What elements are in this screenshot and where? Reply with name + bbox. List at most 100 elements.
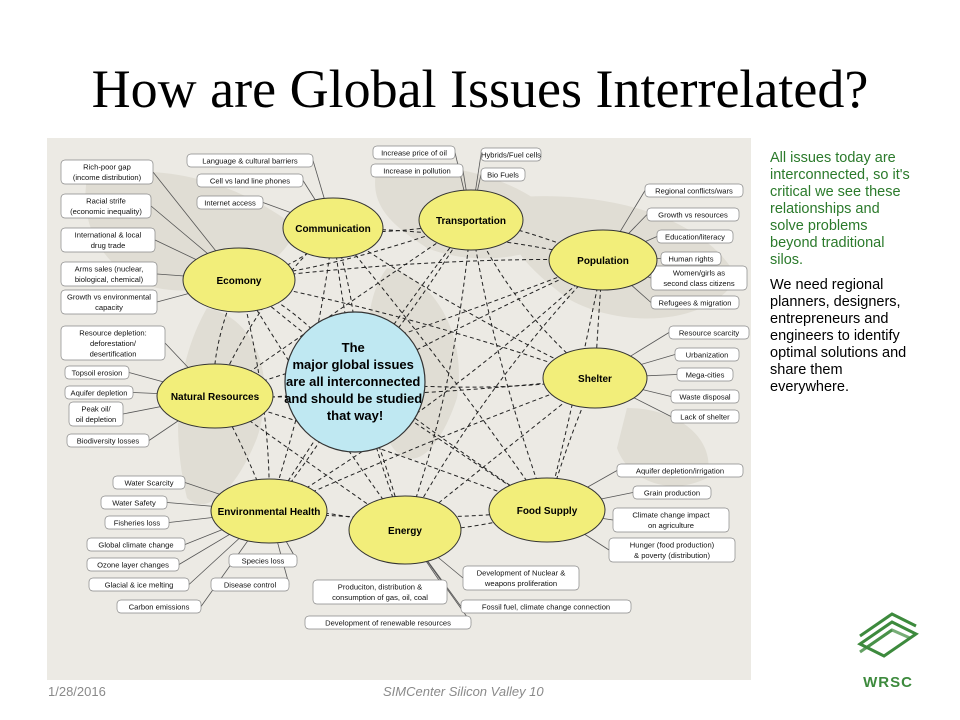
leaf-label: Waste disposal <box>679 393 731 402</box>
leaf-box: Grain production <box>632 485 712 500</box>
leaf-label: biological, chemical) <box>75 275 144 284</box>
leaf-box: Carbon emissions <box>116 599 202 614</box>
center-circle: The major global issues are all intercon… <box>284 311 426 453</box>
leaf-label: Women/girls as <box>673 269 725 278</box>
link-transportation-food <box>470 219 549 511</box>
leaf-label: Hunger (food production) <box>630 541 715 550</box>
leaf-box: Development of renewable resources <box>304 615 472 630</box>
leaf-box: Rich-poor gap(income distribution) <box>60 159 154 185</box>
leaf-label: Development of Nuclear & <box>477 569 566 578</box>
leaf-box: Refugees & migration <box>650 295 740 310</box>
leaf-label: Rich-poor gap <box>83 163 131 172</box>
leaf-box: Peak oil/oil depletion <box>68 401 124 427</box>
leaf-box: Species loss <box>228 553 298 568</box>
leaf-box: Resource scarcity <box>668 325 750 340</box>
link-transportation-population <box>470 219 604 261</box>
leaf-label: Biodiversity losses <box>77 437 140 446</box>
leaf-label: Growth vs environmental <box>67 293 151 302</box>
leaf-label: drug trade <box>91 241 126 250</box>
wrsc-logo: WRSC <box>852 604 924 694</box>
leaf-label: consumption of gas, oil, coal <box>332 593 428 602</box>
link-communication-energy <box>332 227 406 531</box>
node-label: Natural Resources <box>171 392 260 403</box>
node-label: Environmental Health <box>218 507 321 518</box>
leaf-label: Global climate change <box>98 541 173 550</box>
node-label: Shelter <box>578 374 612 385</box>
leaf-box: Mega-cities <box>676 367 734 382</box>
leaf-label: second class citizens <box>663 279 735 288</box>
leaf-label: Refugees & migration <box>658 299 731 308</box>
leaf-label: Development of renewable resources <box>325 619 451 628</box>
leaf-label: Aquifer depletion/irrigation <box>636 467 724 476</box>
leaf-box: Aquifer depletion <box>64 385 134 400</box>
leaf-box: Increase price of oil <box>372 145 456 160</box>
leaf-label: Peak oil/ <box>81 405 111 414</box>
leaf-box: Glacial & ice melting <box>88 577 190 592</box>
link-transportation-energy <box>404 219 472 531</box>
side-text-black: We need regional planners, designers, en… <box>770 277 907 395</box>
center-line-1: The <box>342 340 365 355</box>
leaf-box: Produciton, distribution &consumption of… <box>312 579 448 605</box>
leaf-label: desertification <box>90 350 137 359</box>
link-population-envhealth <box>268 259 604 512</box>
leaf-box: Arms sales (nuclear,biological, chemical… <box>60 261 158 287</box>
leaf-label: Carbon emissions <box>129 603 190 612</box>
leaf-label: Resource scarcity <box>679 329 740 338</box>
leaf-box: Fossil fuel, climate change connection <box>460 599 632 614</box>
leaf-box: Lack of shelter <box>670 409 740 424</box>
leaf-label: Arms sales (nuclear, <box>75 265 144 274</box>
leaf-label: Water Safety <box>112 499 156 508</box>
leaf-box: Language & cultural barriers <box>186 153 314 168</box>
leaf-box: Fisheries loss <box>104 515 170 530</box>
leaf-label: Glacial & ice melting <box>105 581 174 590</box>
center-line-2: major global issues <box>293 357 414 372</box>
leaf-label: Human rights <box>668 255 713 264</box>
leaf-box: Racial strife(economic inequality) <box>60 193 152 219</box>
node-label: Transportation <box>436 216 506 227</box>
leaf-label: Internet access <box>204 199 256 208</box>
leaf-label: on agriculture <box>648 521 694 530</box>
center-line-3: are all interconnected <box>286 374 420 389</box>
leaf-box: Disease control <box>210 577 290 592</box>
node-natural-resources: Natural Resources <box>156 363 274 429</box>
node-population: Population <box>548 229 658 291</box>
side-text: All issues today are interconnected, so … <box>770 150 910 396</box>
logo-text: WRSC <box>863 674 913 691</box>
leaf-box: Increase in pollution <box>370 163 464 178</box>
leaf-label: Education/literacy <box>665 233 725 242</box>
leaf-label: & poverty (distribution) <box>634 551 710 560</box>
leaf-box: Resource depletion:deforestation/deserti… <box>60 325 166 361</box>
leaf-label: Aquifer depletion <box>71 389 128 398</box>
leaf-box: Development of Nuclear &weapons prolifer… <box>462 565 580 591</box>
leaf-label: Hybrids/Fuel cells <box>481 151 541 160</box>
leaf-box: Aquifer depletion/irrigation <box>616 463 744 478</box>
leaf-box: Urbanization <box>674 347 740 362</box>
node-food-supply: Food Supply <box>488 477 606 543</box>
link-population-energy <box>404 259 604 531</box>
node-label: Population <box>577 256 629 267</box>
leaf-box: Human rights <box>660 251 722 266</box>
link-natural-envhealth <box>214 395 270 512</box>
link-envhealth-energy <box>268 509 406 532</box>
leaf-box: Water Scarcity <box>112 475 186 490</box>
leaf-label: Growth vs resources <box>658 211 728 220</box>
leaf-box: Internet access <box>196 195 264 210</box>
leaf-label: (income distribution) <box>73 173 142 182</box>
leaf-label: Disease control <box>224 581 277 590</box>
leaf-label: Lack of shelter <box>680 413 730 422</box>
slide-title: How are Global Issues Interrelated? <box>91 59 869 119</box>
svg-text:The major global issues: The major global issues are all intercon… <box>284 340 426 423</box>
node-environmental-health: Environmental Health <box>210 478 328 544</box>
leaf-label: Urbanization <box>686 351 729 360</box>
leaf-label: Topsoil erosion <box>72 369 123 378</box>
center-line-5: that way! <box>327 408 383 423</box>
leaf-box: Cell vs land line phones <box>196 173 304 188</box>
leaf-label: Increase in pollution <box>383 167 451 176</box>
node-transportation: Transportation <box>418 189 524 251</box>
link-communication-shelter <box>332 227 596 379</box>
node-communication: Communication <box>282 197 384 259</box>
leaf-label: Water Scarcity <box>124 479 173 488</box>
footer-center: SIMCenter Silicon Valley 10 <box>383 684 544 699</box>
